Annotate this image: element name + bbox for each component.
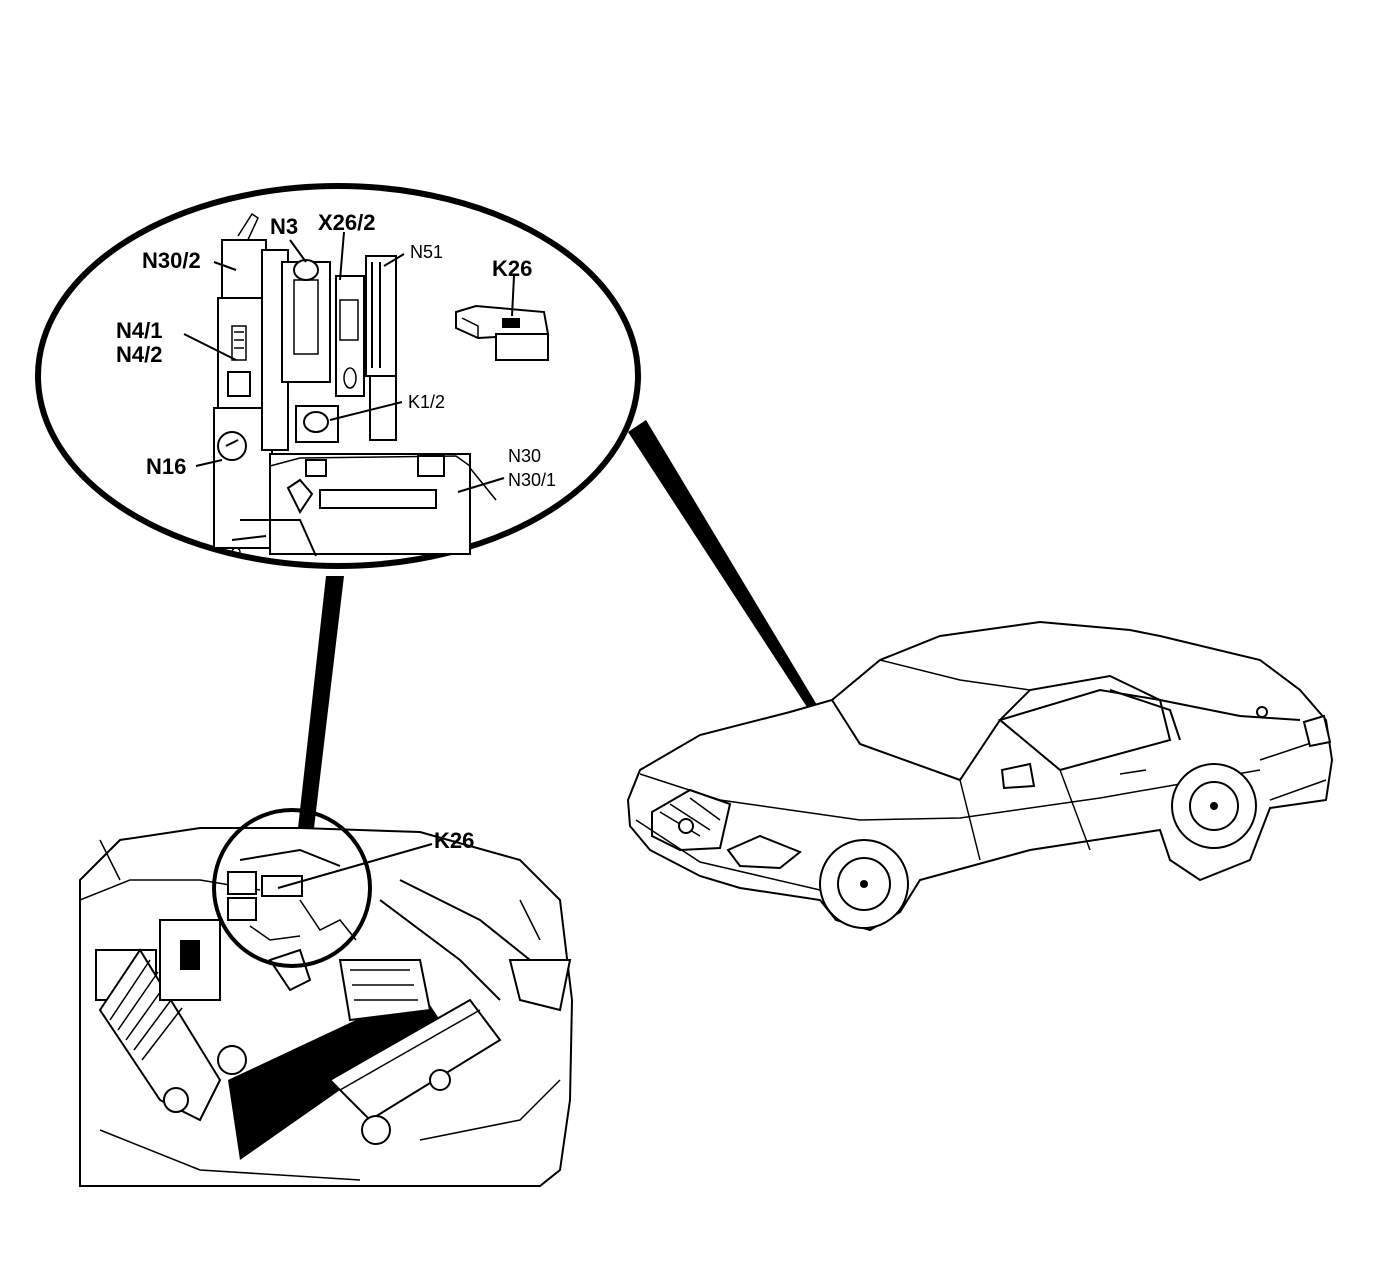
label-n4-1: N4/1 [116, 318, 162, 343]
label-k26-zoom: K26 [492, 256, 532, 281]
label-n30-1: N30/1 [508, 470, 556, 490]
car-illustration [626, 620, 1334, 932]
k26-engine-leader [277, 843, 433, 889]
label-n4-2: N4/2 [116, 342, 162, 367]
label-x26-2: X26/2 [318, 210, 376, 235]
label-n51: N51 [410, 242, 443, 262]
car-pointer [628, 420, 826, 724]
label-n16: N16 [146, 454, 186, 479]
engine-bay-illustration [79, 827, 574, 1187]
label-n30-2: N30/2 [142, 248, 201, 273]
engine-zoom-circle [212, 808, 372, 968]
leader-lines [183, 231, 515, 493]
label-k1-2: K1/2 [408, 392, 445, 412]
label-n30: N30 [508, 446, 541, 466]
label-n3: N3 [270, 214, 298, 239]
relay-box-illustration [213, 212, 550, 557]
engine-pointer [298, 576, 344, 828]
label-k26-engine: K26 [434, 828, 474, 853]
